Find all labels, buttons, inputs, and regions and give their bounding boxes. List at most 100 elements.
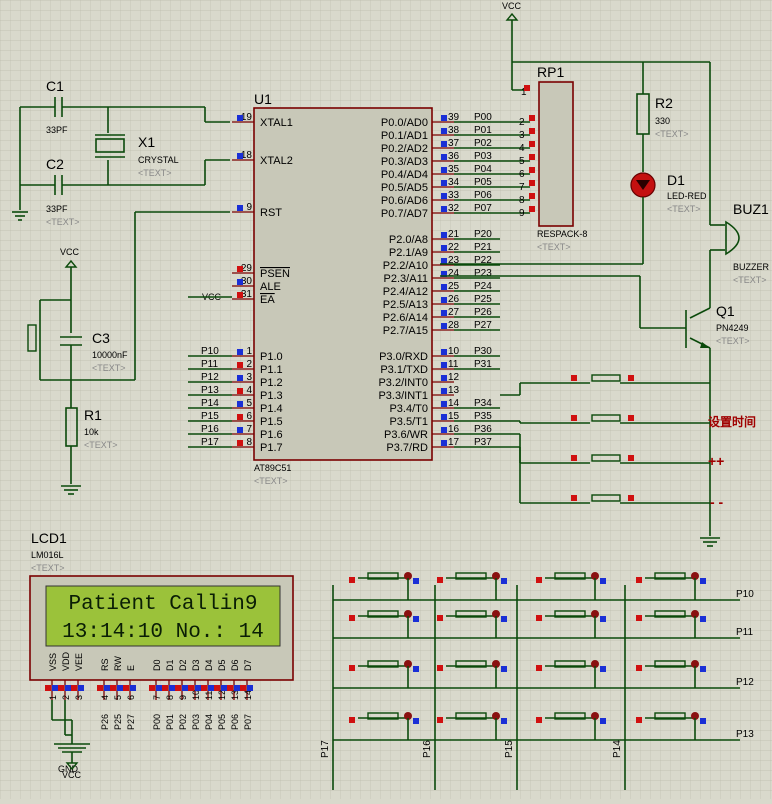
u1-pin-10-name: P3.0/RXD — [379, 351, 428, 363]
u1-net-P26: P26 — [474, 307, 492, 318]
keypad-button-r4c2-left-marker — [437, 717, 443, 723]
keypad-button-r4c2-pivot-icon — [492, 712, 500, 720]
u1-pin-14-name: P3.4/T0 — [389, 403, 428, 415]
lcd-pin-10-marker-blue — [195, 685, 201, 691]
lcd-part: LM016L — [31, 550, 64, 560]
keypad-button-r3c4-pivot-icon — [691, 660, 699, 668]
d1-ref: D1 — [667, 172, 685, 188]
d1-value: LED-RED — [667, 191, 707, 201]
keypad-button-r3c3-pivot-icon — [591, 660, 599, 668]
lcd-pin-7-marker-red — [149, 685, 155, 691]
u1-pin-27-number: 27 — [448, 307, 460, 318]
u1-pin-30-marker — [237, 279, 243, 285]
u1-pin-17-name: P3.7/RD — [386, 442, 428, 454]
lcd-pin-11-marker-blue — [208, 685, 214, 691]
u1-pin-19-name: XTAL1 — [260, 117, 293, 129]
lcd-pin-11-number: 11 — [204, 691, 214, 700]
u1-pin-35-name: P0.4/AD4 — [381, 169, 428, 181]
u1-pin-8-marker — [237, 440, 243, 446]
u1-net-P07: P07 — [474, 203, 492, 214]
function-button-4 — [591, 494, 621, 502]
lcd-pin-1-number: 1 — [48, 695, 58, 700]
keypad-button-r1c2-pivot-icon — [492, 572, 500, 580]
u1-pin-29-marker — [237, 266, 243, 272]
c1-value: 33PF — [46, 125, 68, 135]
keypad-button-r2c1-pivot-icon — [404, 610, 412, 618]
u1-pin-17-number: 17 — [448, 437, 460, 448]
lcd-text-placeholder: <TEXT> — [31, 563, 65, 573]
keypad-button-r1c2 — [455, 572, 487, 580]
u1-net-P16: P16 — [201, 424, 219, 435]
lcd-pin-name-vee: VEE — [74, 653, 84, 671]
vcc-top-label: VCC — [502, 1, 522, 11]
keypad-button-r3c2-right-marker — [501, 666, 507, 672]
u1-pin-24-marker — [441, 271, 447, 277]
lcd-pin-14-number: 14 — [243, 690, 253, 700]
keypad-button-r1c1-right-marker — [413, 578, 419, 584]
u1-pin-16-number: 16 — [448, 424, 460, 435]
x1-crystal-body — [95, 138, 125, 153]
function-button-3-left-marker — [571, 455, 577, 461]
u1-net-P05: P05 — [474, 177, 492, 188]
lcd-pin-name-vss: VSS — [48, 653, 58, 671]
buz1-ref: BUZ1 — [733, 201, 769, 217]
keypad-button-r3c1-right-marker — [413, 666, 419, 672]
keypad-button-r3c2-left-marker — [437, 665, 443, 671]
u1-net-P06: P06 — [474, 190, 492, 201]
keypad-button-r1c1 — [367, 572, 399, 580]
reset-button[interactable] — [27, 324, 37, 352]
lcd-net-p27: P27 — [126, 714, 136, 730]
lcd-pin-name-d6: D6 — [230, 659, 240, 671]
function-button-4-left-marker — [571, 495, 577, 501]
keypad-button-r2c3-left-marker — [536, 615, 542, 621]
c1-ref: C1 — [46, 78, 64, 94]
lcd-pin-2-number: 2 — [61, 695, 71, 700]
u1-pin-1-marker — [237, 349, 243, 355]
keypad-row-label-p12: P12 — [736, 677, 754, 688]
lcd-pin-10-number: 10 — [191, 690, 201, 700]
u1-pin-13-marker — [441, 388, 447, 394]
u1-pin-5-number: 5 — [246, 398, 252, 409]
u1-pin-26-name: P2.5/A13 — [383, 299, 428, 311]
function-button-3-right-marker — [628, 455, 634, 461]
keypad-button-r2c4 — [654, 610, 686, 618]
keypad-column-label-p14: P14 — [612, 740, 623, 758]
u1-pin-37-number: 37 — [448, 138, 460, 149]
u1-net-P11: P11 — [201, 359, 218, 370]
u1-pin-2-name: P1.1 — [260, 364, 283, 376]
lcd-pin-name-vdd: VDD — [61, 651, 71, 671]
keypad-button-r2c4-left-marker — [636, 615, 642, 621]
lcd-pin-12-marker-blue — [221, 685, 227, 691]
u1-pin-21-number: 21 — [448, 229, 460, 240]
lcd-pin-9-marker-red — [175, 685, 181, 691]
u1-pin-34-marker — [441, 180, 447, 186]
keypad-button-r2c3-pivot-icon — [591, 610, 599, 618]
lcd-pin-2-marker-red — [58, 685, 64, 691]
keypad-button-r1c4-pivot-icon — [691, 572, 699, 580]
lcd-net-p00: P00 — [152, 714, 162, 730]
lcd-pin-9-marker-blue — [182, 685, 188, 691]
keypad-button-r3c1 — [367, 660, 399, 668]
rp1-pin-2-number: 2 — [519, 117, 525, 128]
u1-pin-15-number: 15 — [448, 411, 460, 422]
u1-pin-18-marker — [237, 153, 243, 159]
q1-text-placeholder: <TEXT> — [716, 336, 750, 346]
u1-pin-34-number: 34 — [448, 177, 460, 188]
keypad-button-r1c3-left-marker — [536, 577, 542, 583]
u1-pin-37-name: P0.2/AD2 — [381, 143, 428, 155]
u1-part: AT89C51 — [254, 463, 291, 473]
u1-pin-28-name: P2.7/A15 — [383, 325, 428, 337]
u1-net-P10: P10 — [201, 346, 219, 357]
u1-pin-35-marker — [441, 167, 447, 173]
r1-ref: R1 — [84, 407, 102, 423]
u1-pin-11-number: 11 — [448, 359, 459, 370]
keypad-row-label-p11: P11 — [736, 627, 753, 638]
lcd-pin-13-marker-blue — [234, 685, 240, 691]
keypad-button-r1c3-pivot-icon — [591, 572, 599, 580]
r1-value: 10k — [84, 427, 99, 437]
lcd-pin-6-number: 6 — [126, 695, 136, 700]
u1-net-P37: P37 — [474, 437, 492, 448]
lcd-pin-7-marker-blue — [156, 685, 162, 691]
u1-pin-8-number: 8 — [246, 437, 252, 448]
